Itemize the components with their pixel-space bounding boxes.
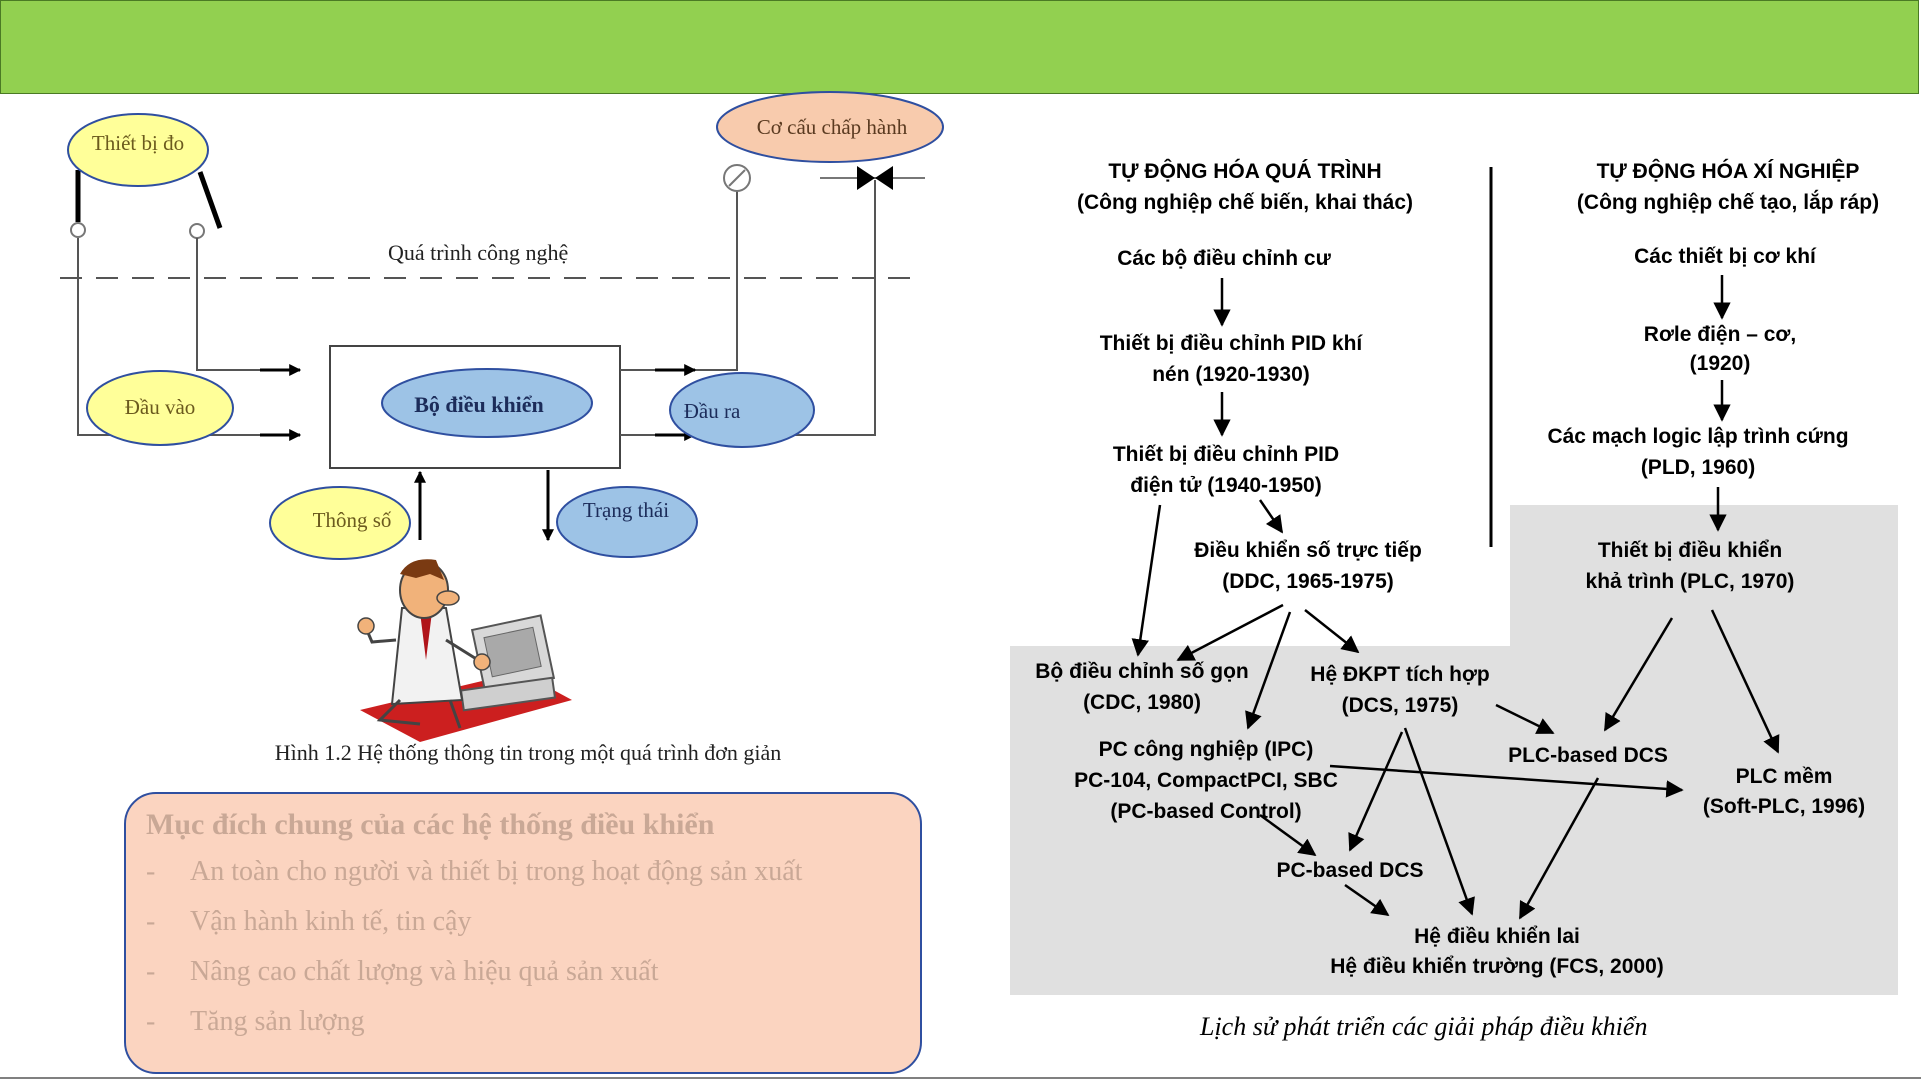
node-pld-2: (PLD, 1960) (1641, 456, 1755, 479)
valve-icon (857, 166, 893, 190)
node-relay-2: (1920) (1690, 352, 1751, 375)
purpose-item-text: Nâng cao chất lượng và hiệu quả sản xuất (190, 956, 659, 987)
input-label: Đầu vào (125, 395, 196, 419)
purpose-item: -Vận hành kinh tế, tin cậy (146, 906, 472, 937)
node-cdc-1: Bộ điều chỉnh số gọn (1035, 660, 1249, 683)
node-soft-plc-2: (Soft-PLC, 1996) (1703, 795, 1865, 818)
purpose-item: -Nâng cao chất lượng và hiệu quả sản xuấ… (146, 956, 659, 987)
purpose-item-text: An toàn cho người và thiết bị trong hoạt… (190, 856, 803, 887)
node-cdc-2: (CDC, 1980) (1083, 691, 1201, 714)
sensor-node-right (189, 223, 205, 239)
node-regulators: Các bộ điều chỉnh cư (1117, 247, 1331, 270)
signal-line-bottom (77, 238, 300, 436)
input-ellipse (86, 370, 234, 446)
purpose-title: Mục đích chung của các hệ thống điều khi… (146, 808, 715, 841)
process-subtitle: (Công nghiệp chế biến, khai thác) (1077, 191, 1413, 214)
operator-illustration (357, 559, 572, 742)
node-dcs-2: (DCS, 1975) (1342, 694, 1459, 717)
left-caption: Hình 1.2 Hệ thống thông tin trong một qu… (275, 740, 782, 765)
actuator-label: Cơ cấu chấp hành (757, 115, 908, 139)
node-ddc-2: (DDC, 1965-1975) (1222, 570, 1394, 593)
node-pc-based-dcs: PC-based DCS (1276, 859, 1423, 882)
title-banner (0, 0, 1919, 94)
node-pid-pneumatic-2: nén (1920-1930) (1152, 363, 1310, 386)
node-plc-2: khả trình (PLC, 1970) (1586, 570, 1795, 593)
controller-ellipse (381, 368, 593, 438)
purpose-item-text: Vận hành kinh tế, tin cậy (190, 906, 472, 937)
node-soft-plc-1: PLC mềm (1736, 765, 1833, 788)
measuring-device-ellipse (67, 113, 209, 187)
node-ddc-1: Điều khiển số trực tiếp (1194, 539, 1422, 562)
process-label: Quá trình công nghệ (388, 240, 568, 265)
factory-subtitle: (Công nghiệp chế tạo, lắp ráp) (1577, 190, 1879, 214)
purpose-item: -An toàn cho người và thiết bị trong hoạ… (146, 856, 803, 887)
sensor-rod-right (197, 171, 223, 229)
factory-title: TỰ ĐỘNG HÓA XÍ NGHIỆP (1597, 159, 1860, 183)
output-label: Đầu ra (684, 399, 741, 423)
node-pid-electronic-1: Thiết bị điều chỉnh PID (1113, 443, 1339, 466)
node-pid-pneumatic-1: Thiết bị điều chỉnh PID khí (1100, 332, 1364, 355)
controller-label: Bộ điều khiển (414, 392, 544, 417)
process-diagram: Quá trình công nghệ Thiết bị đo Cơ cấu c… (60, 91, 944, 765)
sensor-node-left (70, 222, 86, 238)
purpose-item: -Tăng sản lượng (146, 1006, 365, 1037)
node-pld-1: Các mạch logic lập trình cứng (1547, 425, 1848, 448)
node-plc-1: Thiết bị điều khiển (1598, 539, 1782, 562)
history-diagram: TỰ ĐỘNG HÓA QUÁ TRÌNH (Công nghiệp chế b… (1010, 159, 1898, 995)
output-ellipse (669, 372, 815, 448)
history-arrows (1131, 275, 1780, 920)
purpose-item-text: Tăng sản lượng (190, 1006, 365, 1037)
node-hybrid-1: Hệ điều khiển lai (1414, 925, 1580, 948)
node-ipc-1: PC công nghiệp (IPC) (1099, 738, 1314, 761)
node-ipc-2: PC-104, CompactPCI, SBC (1074, 769, 1338, 792)
signal-line-top (196, 238, 300, 371)
output-line-top (620, 180, 738, 371)
node-mechanical: Các thiết bị cơ khí (1634, 245, 1817, 268)
parameters-label: Thông số (313, 508, 392, 532)
actuator-ellipse (716, 91, 944, 163)
node-ipc-3: (PC-based Control) (1110, 800, 1301, 823)
node-plc-based-dcs: PLC-based DCS (1508, 744, 1668, 767)
node-hybrid-2: Hệ điều khiển trường (FCS, 2000) (1330, 955, 1664, 978)
process-title: TỰ ĐỘNG HÓA QUÁ TRÌNH (1108, 159, 1381, 183)
state-ellipse (556, 486, 698, 558)
bottom-rule (0, 1077, 1921, 1079)
parameters-ellipse (269, 486, 411, 560)
state-label: Trạng thái (583, 498, 669, 522)
node-relay-1: Rơle điện – cơ, (1644, 323, 1796, 346)
history-caption: Lịch sử phát triển các giải pháp điều kh… (1200, 1012, 1648, 1041)
control-purpose-box: Mục đích chung của các hệ thống điều khi… (124, 792, 922, 1074)
measuring-device-label: Thiết bị đo (92, 131, 184, 155)
node-pid-electronic-2: điện tử (1940-1950) (1130, 474, 1321, 497)
node-dcs-1: Hệ ĐKPT tích hợp (1310, 663, 1489, 686)
history-gray-area (1010, 505, 1898, 995)
